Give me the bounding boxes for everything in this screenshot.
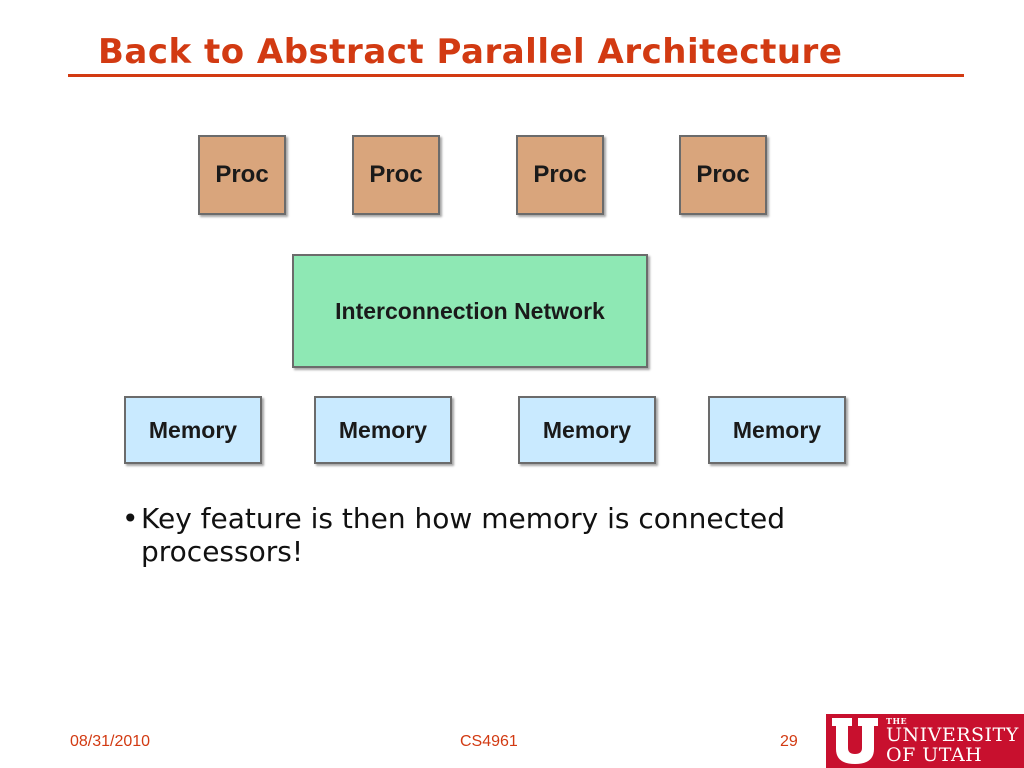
- proc-box-3: Proc: [516, 135, 604, 215]
- memory-box-2: Memory: [314, 396, 452, 464]
- bullet-text: Key feature is then how memory is connec…: [141, 502, 785, 568]
- logo-the-text: THE: [886, 716, 908, 726]
- memory-box-3: Memory: [518, 396, 656, 464]
- footer-date: 08/31/2010: [70, 733, 151, 750]
- university-of-utah-logo: THE UNIVERSITY OF UTAH: [826, 714, 1024, 768]
- footer-course: CS4961: [460, 733, 518, 750]
- footer-page-number: 29: [780, 733, 798, 750]
- proc-box-4: Proc: [679, 135, 767, 215]
- bullet-dot: •: [122, 502, 139, 535]
- memory-box-4: Memory: [708, 396, 846, 464]
- memory-box-1: Memory: [124, 396, 262, 464]
- block-u-icon: [832, 718, 878, 764]
- proc-box-1: Proc: [198, 135, 286, 215]
- title-underline: [68, 74, 964, 77]
- slide-title: Back to Abstract Parallel Architecture: [98, 32, 843, 72]
- logo-university-text: UNIVERSITY: [886, 724, 1019, 746]
- logo-of-utah-text: OF UTAH: [886, 744, 983, 766]
- proc-box-2: Proc: [352, 135, 440, 215]
- interconnection-network-box: Interconnection Network: [292, 254, 648, 368]
